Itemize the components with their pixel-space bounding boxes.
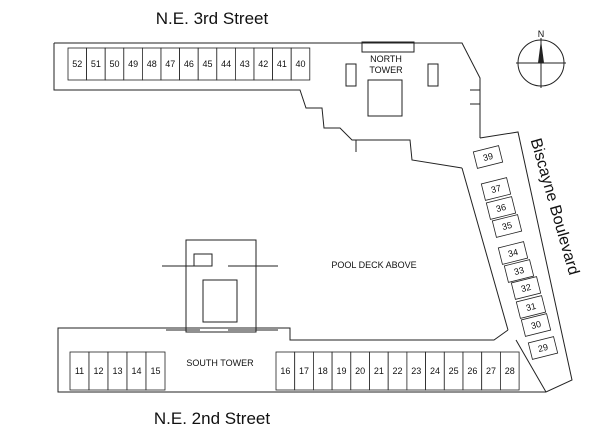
- parking-space-number: 26: [467, 366, 477, 376]
- parking-space-number: 46: [184, 59, 194, 69]
- space-row-north: 52 51 50 49 48 47 46 45 44 43 42 41 40: [67, 47, 311, 81]
- street-label-south: N.E. 2nd Street: [154, 409, 271, 428]
- compass-north-label: N: [538, 29, 545, 39]
- parking-space-number: 31: [525, 301, 537, 313]
- parking-space-number: 14: [131, 366, 141, 376]
- parking-space-number: 42: [258, 59, 268, 69]
- parking-space-number: 36: [495, 202, 507, 214]
- parking-space-number: 13: [112, 366, 122, 376]
- parking-space: [491, 214, 523, 238]
- parking-space-number: 50: [109, 59, 119, 69]
- parking-space-number: 49: [128, 59, 138, 69]
- compass-icon: N: [516, 29, 566, 88]
- parking-space-number: 40: [295, 59, 305, 69]
- parking-space: [497, 241, 529, 265]
- street-label-north: N.E. 3rd Street: [156, 9, 269, 28]
- parking-space-number: 34: [507, 247, 519, 259]
- street-label-east: Biscayne Boulevard: [527, 136, 582, 277]
- parking-space-number: 29: [537, 342, 549, 354]
- north-tower-label-1: NORTH: [370, 54, 402, 64]
- parking-space-number: 15: [150, 366, 160, 376]
- parking-space-number: 23: [411, 366, 421, 376]
- parking-space-number: 17: [299, 366, 309, 376]
- parking-space-number: 21: [374, 366, 384, 376]
- parking-space: [527, 336, 559, 360]
- parking-space-number: 16: [280, 366, 290, 376]
- parking-space: [290, 47, 311, 81]
- parking-space-number: 37: [490, 183, 502, 195]
- parking-space-number: 51: [91, 59, 101, 69]
- parking-space: [145, 351, 166, 391]
- parking-space-number: 22: [393, 366, 403, 376]
- parking-space: [520, 313, 552, 337]
- parking-space: [510, 276, 542, 300]
- parking-space: [499, 351, 520, 391]
- parking-space-number: 18: [318, 366, 328, 376]
- parking-space-number: 35: [501, 220, 513, 232]
- parking-space-number: 45: [202, 59, 212, 69]
- space-row-south-left: 11 12 13 14 15: [69, 351, 166, 391]
- parking-space: [480, 177, 512, 201]
- parking-space-number: 47: [165, 59, 175, 69]
- parking-space-number: 28: [505, 366, 515, 376]
- parking-space-number: 41: [277, 59, 287, 69]
- parking-space-number: 24: [430, 366, 440, 376]
- parking-space-number: 52: [72, 59, 82, 69]
- space-row-east: 39 37 36 35 34 33 32 31 30 29: [472, 145, 559, 360]
- south-tower-label: SOUTH TOWER: [186, 358, 254, 368]
- parking-space-number: 33: [513, 265, 525, 277]
- parking-space-number: 32: [520, 282, 532, 294]
- parking-space-number: 27: [486, 366, 496, 376]
- parking-space: [503, 259, 535, 283]
- parking-space-number: 12: [93, 366, 103, 376]
- parking-space-number: 30: [530, 319, 542, 331]
- north-tower-label-2: TOWER: [369, 65, 403, 75]
- parking-space: [472, 145, 504, 169]
- parking-space-number: 25: [449, 366, 459, 376]
- parking-space-number: 20: [355, 366, 365, 376]
- parking-space-number: 39: [482, 151, 494, 163]
- garage-outline: [53, 41, 573, 393]
- parking-space-number: 11: [75, 366, 84, 376]
- parking-space: [515, 295, 547, 319]
- pool-deck-label: POOL DECK ABOVE: [331, 260, 416, 270]
- space-row-south-right: 16 17 18 19 20 21 22 23 24 25 26 27 28: [275, 351, 520, 391]
- parking-space: [485, 196, 517, 220]
- parking-space-number: 48: [147, 59, 157, 69]
- parking-space-number: 43: [240, 59, 250, 69]
- parking-space-number: 19: [336, 366, 346, 376]
- parking-space-number: 44: [221, 59, 231, 69]
